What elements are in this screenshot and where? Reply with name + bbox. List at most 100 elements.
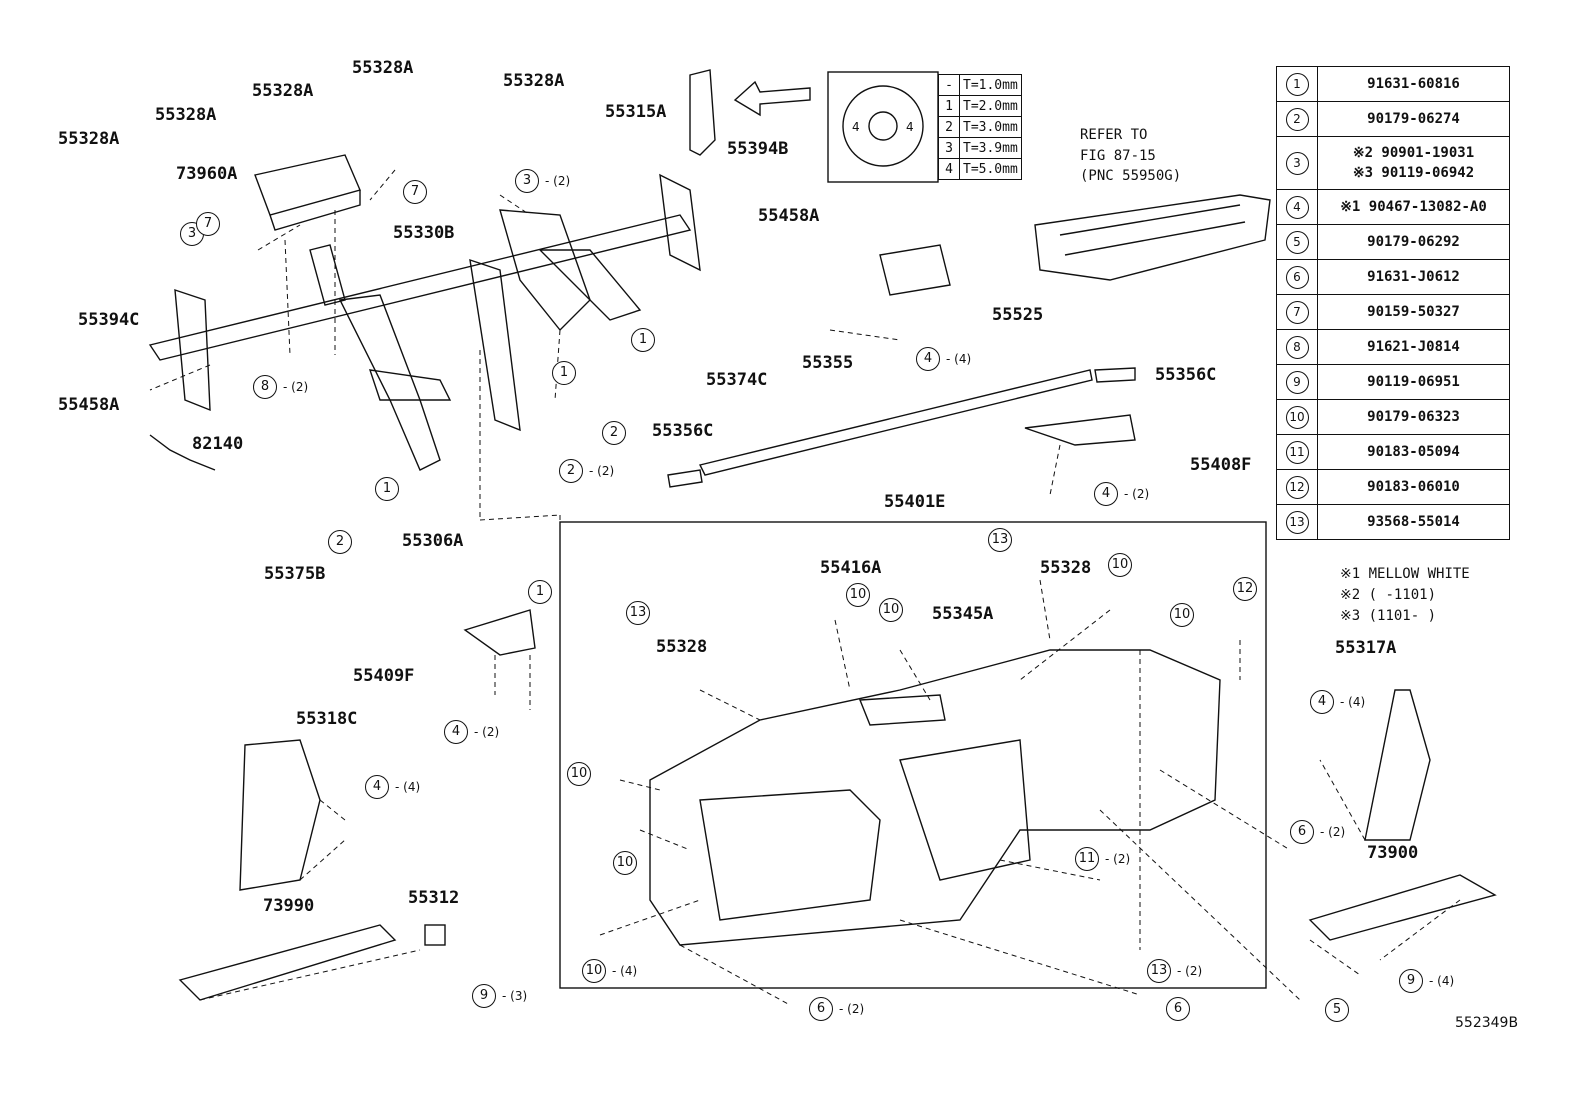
fastener-marker-1: 1 (528, 580, 552, 604)
parts-part-number: ※2 90901-19031 ※3 90119-06942 (1317, 136, 1510, 190)
air-duct (1034, 194, 1271, 281)
parts-row: 10 90179-06323 (1276, 399, 1510, 435)
part-callout-55394b: 55394B (727, 139, 789, 159)
fastener-marker-11: 11 (1075, 847, 1099, 871)
fastener-quantity: - (4) (946, 352, 972, 366)
fastener-quantity: - (4) (395, 780, 421, 794)
parts-part-number: 90179-06274 (1317, 101, 1510, 137)
parts-part-number: 90183-06010 (1317, 469, 1510, 505)
side-panel-55318C (239, 739, 321, 891)
parts-number: 10 (1285, 405, 1309, 429)
thickness-value: T=1.0mm (959, 74, 1022, 96)
washer-outer (842, 85, 924, 167)
parts-number-cell: 3 (1276, 136, 1318, 190)
part-callout-55328a: 55328A (352, 58, 414, 78)
parts-number: 9 (1285, 370, 1309, 394)
thickness-key: 3 (938, 137, 960, 159)
part-callout-73990: 73990 (263, 896, 315, 916)
washer-inner (868, 111, 898, 141)
lower-panel-73990 (178, 924, 397, 1001)
reinforcement-beam (148, 173, 701, 471)
leader-line (1049, 444, 1061, 496)
fastener-quantity: - (4) (1340, 695, 1366, 709)
fastener-marker-9: 9 (472, 984, 496, 1008)
leader-line (619, 779, 661, 791)
footnote-1: ※1 MELLOW WHITE (1340, 566, 1470, 582)
part-callout-55312: 55312 (408, 888, 460, 908)
leader-line (369, 169, 396, 201)
cover-55409F (463, 609, 536, 656)
parts-number: 6 (1285, 265, 1309, 289)
thickness-key: - (938, 74, 960, 96)
leader-line (999, 859, 1101, 881)
thickness-value: T=3.0mm (959, 116, 1022, 138)
fastener-quantity: - (4) (1429, 974, 1455, 988)
parts-part-number: 90119-06951 (1317, 364, 1510, 400)
fastener-quantity: - (2) (1177, 964, 1203, 978)
thickness-value: T=5.0mm (959, 158, 1022, 180)
part-callout-55458a: 55458A (58, 395, 120, 415)
parts-part-number: 90159-50327 (1317, 294, 1510, 330)
parts-row: 4※1 90467-13082-A0 (1276, 189, 1510, 225)
leader-line (899, 919, 1141, 996)
fastener-marker-4: 4 (365, 775, 389, 799)
parts-number-cell: 5 (1276, 224, 1318, 260)
parts-number-cell: 1 (1276, 66, 1318, 102)
part-callout-55315a: 55315A (605, 102, 667, 122)
refer-note-line-1: REFER TO (1080, 127, 1148, 143)
lower-panel-73900 (1308, 874, 1497, 941)
part-callout-55374c: 55374C (706, 370, 768, 390)
diagram-id: 552349B (1455, 1015, 1519, 1031)
parts-number-cell: 12 (1276, 469, 1318, 505)
part-callout-55317a: 55317A (1335, 638, 1397, 658)
part-callout-73900: 73900 (1367, 843, 1419, 863)
parts-part-number: 90179-06292 (1317, 224, 1510, 260)
fastener-marker-7: 7 (196, 212, 220, 236)
parts-number: 1 (1285, 72, 1309, 96)
fastener-marker-6: 6 (809, 997, 833, 1021)
parts-part-number: 91621-J0814 (1317, 329, 1510, 365)
fastener-quantity: - (3) (502, 989, 528, 1003)
thickness-row: -T=1.0mm (938, 74, 1022, 96)
leader-line (899, 649, 931, 701)
washer-mark-left: 4 (852, 120, 860, 134)
airbag-module (254, 154, 361, 231)
fastener-quantity: - (2) (1320, 825, 1346, 839)
fastener-marker-4: 4 (916, 347, 940, 371)
parts-number: 11 (1285, 440, 1309, 464)
part-callout-55408f: 55408F (1190, 455, 1252, 475)
fastener-marker-6: 6 (1166, 997, 1190, 1021)
parts-row: 9 90119-06951 (1276, 364, 1510, 400)
fastener-marker-9: 9 (1399, 969, 1423, 993)
parts-number-cell: 13 (1276, 504, 1318, 540)
fastener-marker-8: 8 (253, 375, 277, 399)
fastener-quantity: - (2) (589, 464, 615, 478)
part-callout-55306a: 55306A (402, 531, 464, 551)
leader-line (1319, 759, 1366, 841)
leader-line (1309, 939, 1361, 976)
fastener-quantity: - (2) (474, 725, 500, 739)
parts-number-cell: 2 (1276, 101, 1318, 137)
thickness-key: 1 (938, 95, 960, 117)
part-callout-73960a: 73960A (176, 164, 238, 184)
fastener-marker-2: 2 (559, 459, 583, 483)
parts-part-number: 90179-06323 (1317, 399, 1510, 435)
fastener-marker-10: 10 (567, 762, 591, 786)
fastener-marker-2: 2 (602, 421, 626, 445)
leader-line (679, 944, 791, 1006)
part-callout-82140: 82140 (192, 434, 244, 454)
parts-part-number: 91631-60816 (1317, 66, 1510, 102)
parts-number: 13 (1285, 510, 1309, 534)
fastener-marker-10: 10 (613, 851, 637, 875)
fastener-marker-1: 1 (552, 361, 576, 385)
leader-lines (149, 169, 1461, 1006)
